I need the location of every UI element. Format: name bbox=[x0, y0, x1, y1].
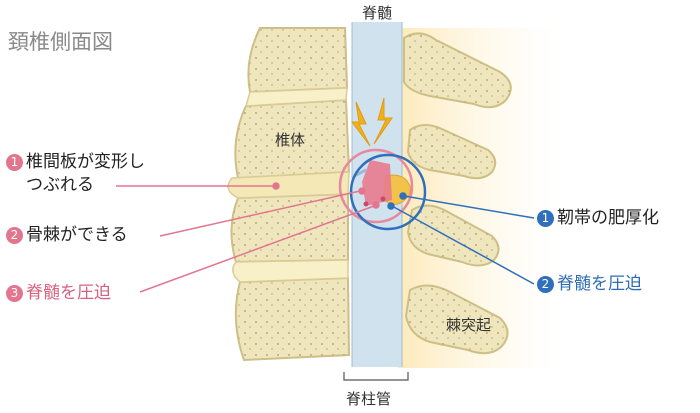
annotation-text-cont: つぶれる bbox=[26, 175, 94, 195]
annotation-number: 1 bbox=[537, 210, 554, 227]
vertebral-bodies bbox=[230, 27, 351, 362]
annotation-number: 3 bbox=[6, 285, 23, 302]
lightning-icon bbox=[351, 97, 393, 147]
spinal-canal-label: 脊柱管 bbox=[346, 390, 392, 408]
spinal-cord-label: 脊髄 bbox=[362, 4, 393, 22]
pink-leader-lines bbox=[116, 182, 380, 293]
annotation-text: 骨棘ができる bbox=[26, 225, 128, 245]
blue-highlight-circle bbox=[349, 153, 427, 231]
pink-highlight-circle bbox=[338, 148, 414, 224]
spinous-process-label: 棘突起 bbox=[446, 316, 492, 334]
annotation-text: 靭帯の肥厚化 bbox=[557, 208, 659, 228]
spinal-canal-bracket bbox=[343, 372, 409, 381]
page-title: 頚椎側面図 bbox=[8, 30, 113, 54]
annotation-number: 1 bbox=[6, 154, 23, 171]
annotation-text: 脊髄を圧迫 bbox=[26, 283, 111, 303]
blue-leader-lines bbox=[387, 192, 535, 285]
annotation-number: 2 bbox=[6, 227, 23, 244]
intervertebral-discs bbox=[227, 87, 350, 283]
vertebral-body-label: 椎体 bbox=[275, 131, 306, 149]
spinous-processes bbox=[403, 32, 512, 355]
compressed-cord bbox=[362, 160, 392, 206]
annotation-text: 椎間板が変形し bbox=[26, 152, 145, 172]
annotation-text: 脊髄を圧迫 bbox=[557, 274, 642, 294]
annotation-number: 2 bbox=[537, 276, 554, 293]
